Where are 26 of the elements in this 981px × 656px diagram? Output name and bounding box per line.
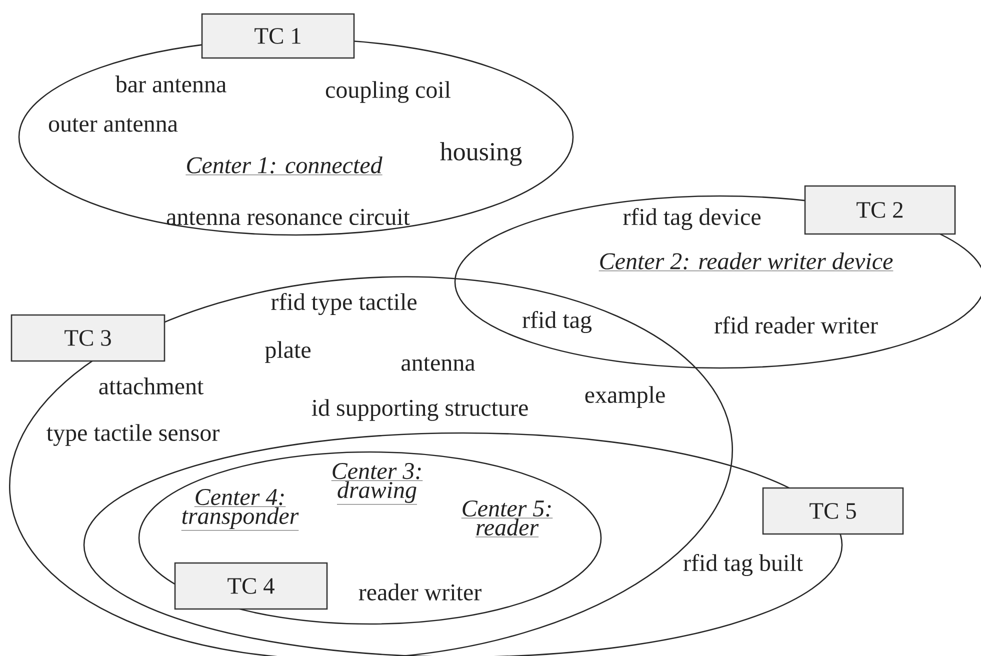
cluster-tag-box: TC 5 — [762, 487, 904, 535]
center-label: Center 3: drawing — [331, 463, 423, 505]
term-label: antenna resonance circuit — [166, 208, 410, 226]
term-label: bar antenna — [115, 76, 226, 92]
cluster-tag-box: TC 1 — [201, 13, 355, 59]
term-label: attachment — [99, 378, 204, 394]
term-label: plate — [265, 341, 310, 363]
term-label: reader writer — [358, 584, 482, 600]
term-label: housing — [440, 142, 522, 166]
center-label: Center 1: connected — [186, 156, 382, 176]
term-label: rfid tag built — [684, 554, 803, 576]
term-label: id supporting structure — [312, 399, 528, 421]
term-label: type tactile sensor — [46, 424, 220, 446]
term-label: antenna — [402, 357, 475, 371]
term-label: rfid type tactile — [271, 292, 416, 316]
term-label: rfid tag device — [623, 208, 760, 230]
term-label: outer antenna — [48, 118, 178, 132]
center-label: Center 4: transponder — [181, 489, 299, 531]
cluster-tag-box: TC 2 — [804, 185, 956, 235]
term-label: coupling coil — [326, 81, 451, 103]
term-label: rfid reader writer — [714, 316, 878, 334]
center-label: Center 2: reader writer device — [598, 252, 894, 272]
term-label: rfid tag — [522, 310, 592, 334]
cluster-tag-box: TC 3 — [10, 314, 166, 362]
term-label: example — [585, 386, 665, 408]
center-label: Center 5: reader — [461, 500, 553, 538]
